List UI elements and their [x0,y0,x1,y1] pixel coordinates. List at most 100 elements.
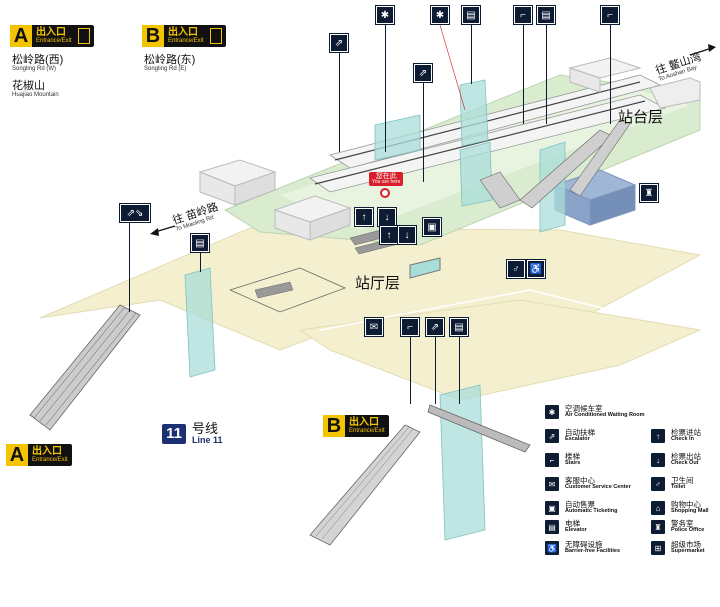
escalator-icon: ⇗ [330,34,348,52]
escalator-icon: ⇗ [426,318,444,336]
exit-cn: 出入口 [32,446,62,457]
customer-service-icon: ✉ [545,477,559,491]
road-en: Songling Rd (E) [144,66,187,73]
legend-en: Barrier-free Facilities [565,548,621,555]
stairs-icon: ⌐ [545,453,559,467]
legend-cn: 空调候车室 [565,404,603,414]
exit-b-badge-top: B 出入口 Entrance/Exit [142,25,226,47]
elevator-icon: ▤ [462,6,480,24]
shopping-icon: ⌂ [651,501,665,515]
pin-stem [339,52,340,152]
pin-stem [471,24,472,84]
exit-a-badge-bottom: A 出入口 Entrance/Exit [6,444,72,466]
road-cn: 松岭路(西) [12,54,64,66]
elevator-icon: ▤ [537,6,555,24]
air-conditioned-icon: ✱ [431,6,449,24]
pin-stem [523,24,524,124]
legend-cn: 楼梯 [565,452,580,462]
you-are-here-en: You are here [372,179,401,185]
legend-cn: 无障碍设施 [565,540,603,550]
escalator-icon: ⇗ [545,429,559,443]
legend-en: Customer Service Center [565,484,631,491]
escalator-icon: ⇗ [414,64,432,82]
accessible-icon: ♿ [545,541,559,555]
check-out-icon: ↓ [651,453,665,467]
road-en: Songling Rd (W) [12,66,57,73]
exit-en: Entrance/Exit [32,457,68,463]
legend-cn: 卫生间 [671,476,694,486]
police-icon: ♜ [651,520,665,534]
pin-stem [129,222,130,312]
legend-waiting-room: ✱ 空调候车室 Air Conditioned Waiting Room [545,405,645,419]
check-in-icon: ↑ [380,226,398,244]
toilet-icon: ♂ [651,477,665,491]
pin-stem [546,24,547,124]
elevator-icon: ▤ [545,520,559,534]
stairs-icon: ⌐ [401,318,419,336]
air-conditioned-icon: ✱ [376,6,394,24]
legend-cn: 购物中心 [671,500,701,510]
exit-en: Entrance/Exit [36,38,72,44]
legend-en: Elevator [565,527,587,534]
check-out-icon: ↓ [398,226,416,244]
exit-cn: 出入口 [349,417,379,428]
legend-en: Police Office [671,527,705,534]
legend-en: Toilet [671,484,686,491]
stairs-icon: ⌐ [514,6,532,24]
line-cn: 号线 [192,421,219,436]
legend-cn: 检票进站 [671,428,701,438]
supermarket-icon: ⊞ [651,541,665,555]
legend-cn: 警务室 [671,519,694,529]
legend-en: Air Conditioned Waiting Room [565,412,645,419]
road-cn: 花椒山 [12,80,45,92]
ticket-machine-icon: ▣ [545,501,559,515]
customer-service-icon: ✉ [365,318,383,336]
accessible-icon: ♿ [527,260,545,278]
stairs-icon: ⌐ [601,6,619,24]
exit-a-road-2: 花椒山 Huajiao Mountain [12,80,59,99]
legend-en: Escalator [565,436,590,443]
escalator-icon: ⇗⇘ [120,204,150,222]
exit-letter: B [142,25,164,47]
pin-stem [459,334,460,404]
legend-en: Supermarket [671,548,705,555]
legend: ✱ 空调候车室 Air Conditioned Waiting Room ⇗ 自… [545,405,717,560]
check-in-icon: ↑ [651,429,665,443]
elevator-icon [209,28,222,44]
line-en: Line 11 [192,434,223,445]
legend-cn: 电梯 [565,519,580,529]
exit-a-badge-top: A 出入口 Entrance/Exit [10,25,94,47]
exit-b-road-1: 松岭路(东) Songling Rd (E) [144,54,195,73]
concourse-wing [298,299,702,401]
ticket-machine-icon: ▣ [423,218,441,236]
exit-cn: 出入口 [168,27,198,38]
legend-cn: 超级市场 [671,540,701,550]
exit-en: Entrance/Exit [349,428,385,434]
road-cn: 松岭路(东) [144,54,196,66]
pin-stem [423,82,424,182]
escalator-a [29,304,141,431]
legend-cn: 客服中心 [565,476,595,486]
elevator-icon [77,28,90,44]
exit-letter: A [10,25,32,47]
check-out-icon: ↓ [378,208,396,226]
legend-cn: 自动扶梯 [565,428,595,438]
line-number: 11 [162,423,186,444]
legend-cn: 自动售票 [565,500,595,510]
pin-stem [610,24,611,124]
exit-letter: A [6,444,28,466]
pin-stem [435,334,436,404]
you-are-here-cn: 您在此 [375,173,397,180]
you-are-here-marker: 您在此 You are here [369,172,404,186]
exit-a-road-1: 松岭路(西) Songling Rd (W) [12,54,63,73]
pin-stem [410,334,411,404]
